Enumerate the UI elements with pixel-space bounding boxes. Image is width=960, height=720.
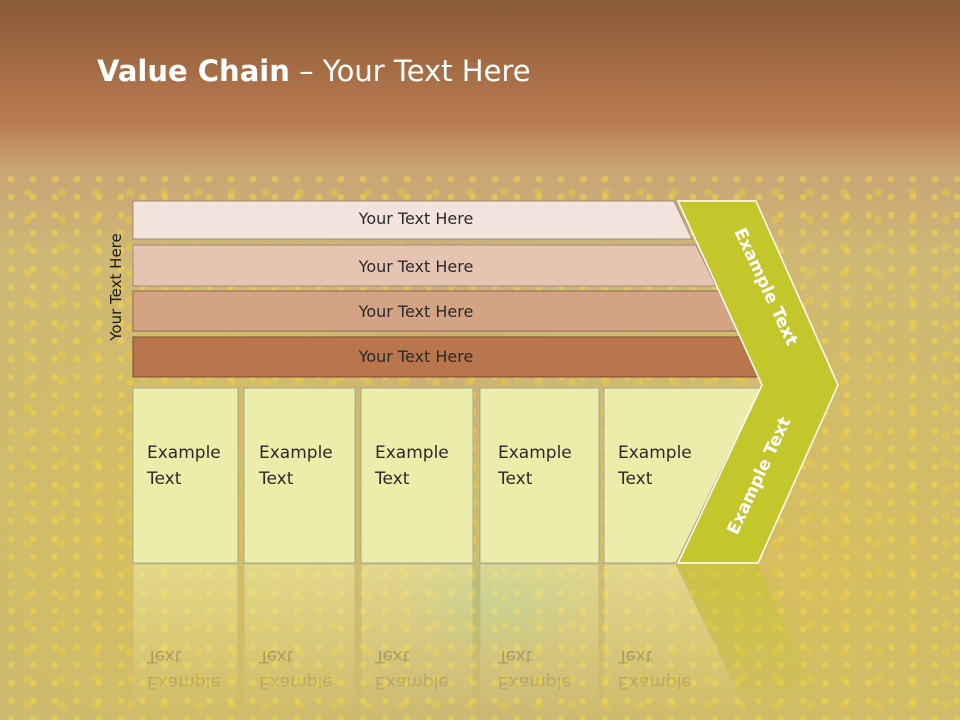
reflection-text-3b: Example (375, 672, 449, 692)
title-bold: Value Chain (97, 54, 290, 88)
column-4-line1: Example (498, 443, 572, 463)
reflection-text-1b: Example (147, 672, 221, 692)
column-2-line1: Example (259, 443, 333, 463)
band-1-shape (132, 200, 693, 240)
reflection-text-3: Text (374, 646, 410, 666)
column-1 (132, 387, 239, 564)
band-4-label: Your Text Here (358, 347, 474, 366)
column-3-line1: Example (375, 443, 449, 463)
column-2-line2: Text (258, 469, 294, 489)
column-5-line1: Example (618, 443, 692, 463)
reflection-text-5b: Example (618, 672, 692, 692)
column-1-line1: Example (147, 443, 221, 463)
chevron-arrow (676, 200, 839, 564)
band-2-label: Your Text Here (358, 257, 474, 276)
reflection-text-4: Text (497, 646, 533, 666)
reflection-text-5: Text (617, 646, 653, 666)
column-3 (360, 387, 474, 564)
column-4 (479, 387, 600, 564)
slide-title: Value Chain – Your Text Here (97, 54, 531, 88)
reflection: Text Example Text Example Text Example T… (132, 563, 829, 720)
reflection-text-2b: Example (259, 672, 333, 692)
reflection-text-2: Text (258, 646, 294, 666)
band-3-label: Your Text Here (358, 302, 474, 321)
column-2 (243, 387, 356, 564)
column-3-line2: Text (374, 469, 410, 489)
column-5-line2: Text (617, 469, 653, 489)
reflection-text-1: Text (146, 646, 182, 666)
column-5 (603, 387, 762, 564)
column-4-line2: Text (497, 469, 533, 489)
title-rest: – Your Text Here (289, 54, 531, 88)
column-1-line2: Text (146, 469, 182, 489)
reflection-text-4b: Example (498, 672, 572, 692)
band-1-label: Your Text Here (358, 209, 474, 228)
